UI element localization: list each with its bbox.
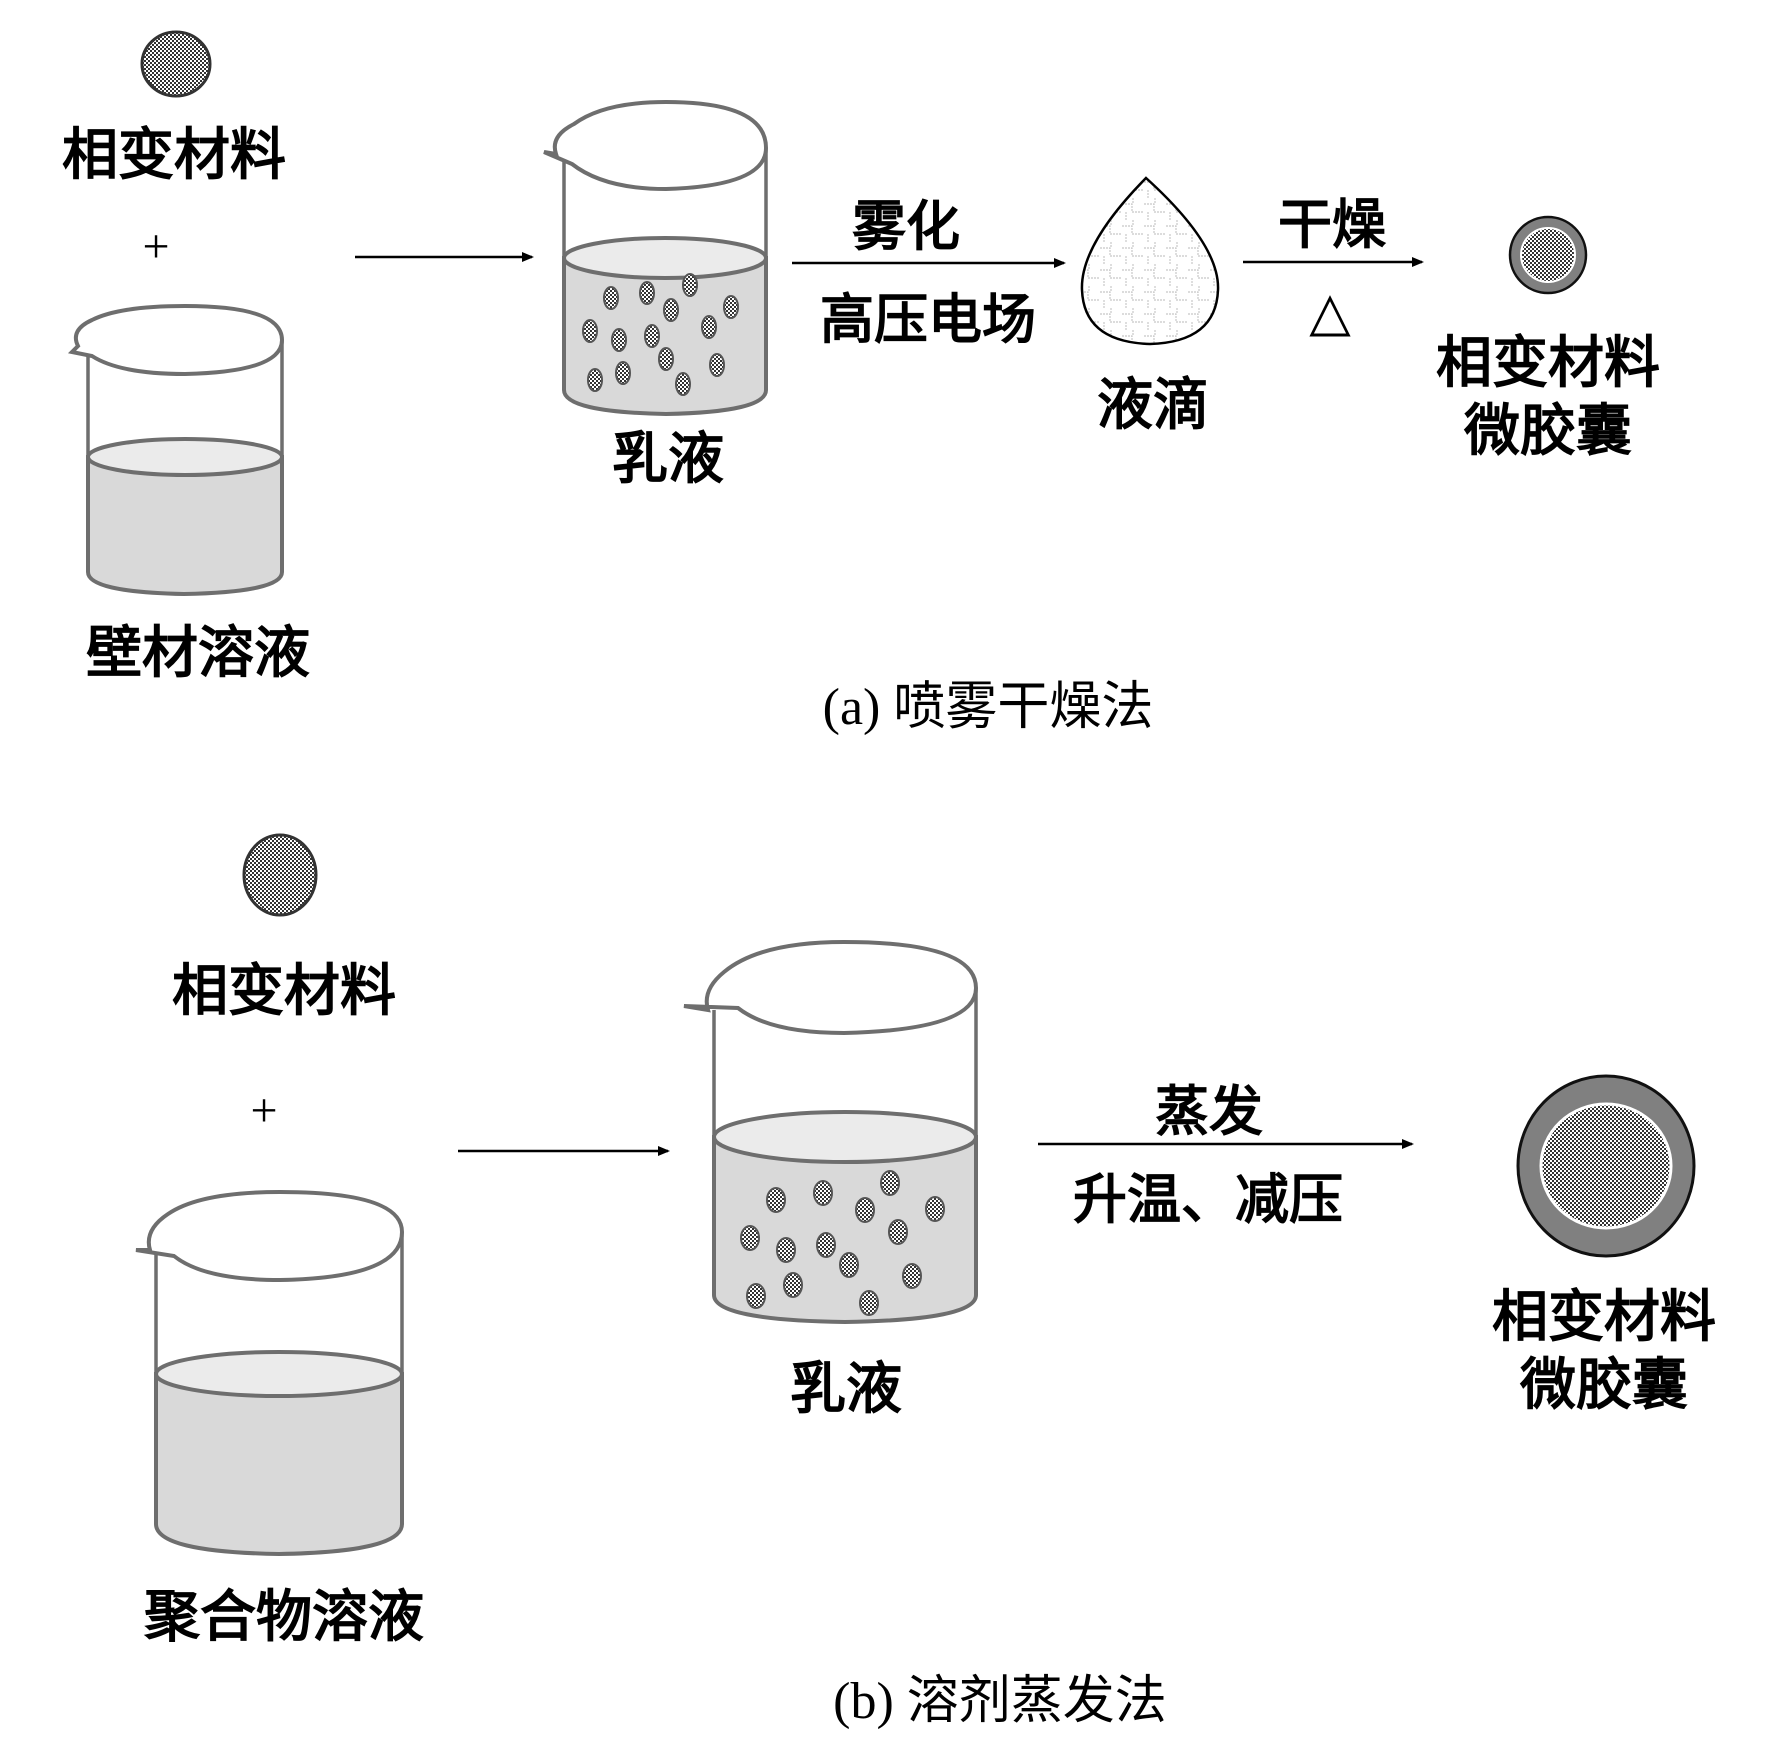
intermediate-2-label: 液滴 [1097, 372, 1209, 438]
droplet-icon [1080, 176, 1220, 346]
microcapsule-icon [1508, 215, 1588, 295]
panel-a: 相变材料 + 壁材溶液 [62, 30, 1660, 736]
beaker-wall-solution-icon [67, 303, 285, 597]
intermediate-1-label: 乳液 [790, 1356, 902, 1422]
step-1-bottom-label: 升温、减压 [1073, 1167, 1343, 1231]
reactant-2-label: 壁材溶液 [86, 620, 310, 686]
product-line-1-label: 相变材料 [1436, 330, 1660, 396]
reactant-1-label: 相变材料 [172, 958, 396, 1024]
beaker-emulsion-icon [683, 939, 979, 1325]
reactant-2-label: 聚合物溶液 [143, 1584, 424, 1650]
intermediate-1-label: 乳液 [612, 426, 724, 492]
step-1-bottom-label: 高压电场 [820, 287, 1036, 351]
step-1-top-label: 蒸发 [1155, 1079, 1263, 1143]
emulsion-droplets [740, 1170, 945, 1316]
panel-b: 相变材料 + 聚合物溶液 [135, 833, 1716, 1730]
panel-a-caption: (a) 喷雾干燥法 [823, 679, 1154, 736]
product-line-1-label: 相变材料 [1492, 1284, 1716, 1350]
step-2-top-label: 干燥 [1278, 192, 1387, 256]
product-line-2-label: 微胶囊 [1519, 1352, 1688, 1418]
product-line-2-label: 微胶囊 [1463, 398, 1632, 464]
emulsion-droplets [582, 273, 739, 396]
beaker-emulsion-icon [543, 99, 769, 417]
beaker-polymer-solution-icon [135, 1189, 405, 1557]
pcm-particle-icon [140, 30, 212, 98]
pcm-particle-icon [242, 833, 318, 917]
plus-sign: + [142, 220, 169, 273]
microcapsule-icon [1516, 1074, 1696, 1258]
step-1-top-label: 雾化 [852, 194, 960, 258]
panel-b-caption: (b) 溶剂蒸发法 [833, 1673, 1167, 1730]
heat-symbol: △ [1309, 282, 1351, 342]
plus-sign: + [250, 1084, 277, 1137]
reactant-1-label: 相变材料 [62, 122, 286, 188]
